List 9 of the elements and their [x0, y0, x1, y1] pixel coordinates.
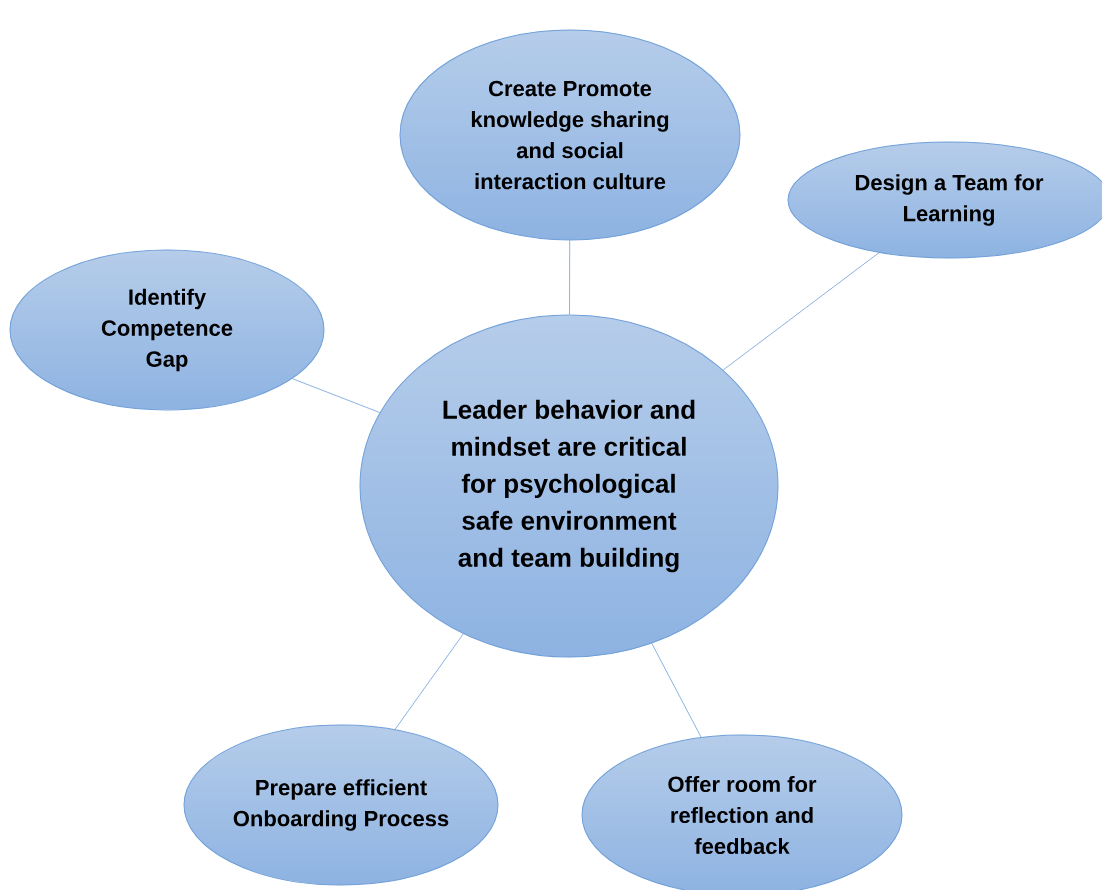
ellipse-node: Prepare efficient Onboarding Process — [183, 724, 499, 886]
connector-line — [651, 643, 702, 738]
connector-line — [292, 378, 381, 413]
ellipse-node: Create Promote knowledge sharing and social interaction culture — [399, 29, 741, 241]
connector-line — [394, 633, 464, 730]
ellipse-node: Identify Competence Gap — [9, 249, 325, 411]
connector-line — [569, 240, 571, 315]
ellipse-node: Leader behavior and mindset are critical for psychological safe environment and team building — [359, 314, 779, 658]
connector-line — [722, 252, 880, 371]
